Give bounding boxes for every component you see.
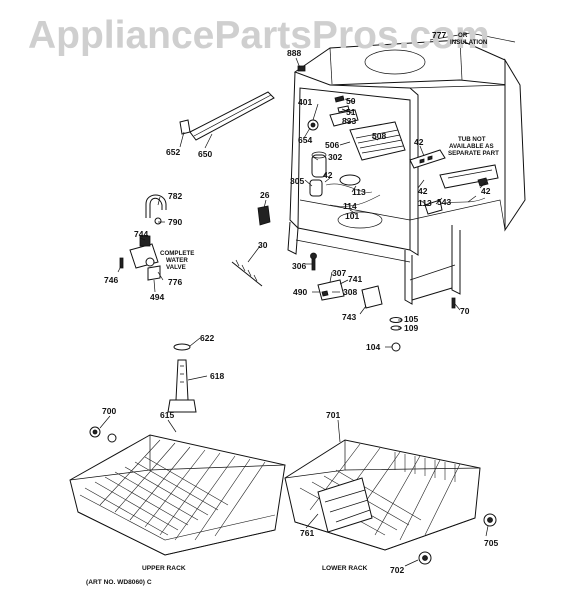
part-number-42-top: 42 bbox=[414, 137, 424, 147]
internal-components bbox=[297, 65, 499, 215]
tub-note-line2: AVAILABLE AS bbox=[449, 143, 494, 150]
part-number-654: 654 bbox=[298, 135, 312, 145]
header-label-line2: INSULATION bbox=[450, 39, 488, 46]
part-number-42-far: 42 bbox=[481, 186, 491, 196]
part-number-114: 114 bbox=[343, 201, 357, 211]
lower-center-parts bbox=[310, 252, 456, 352]
gasket-and-strips bbox=[179, 91, 275, 141]
part-number-50: 50 bbox=[346, 96, 356, 106]
part-number-622: 622 bbox=[200, 333, 214, 343]
spray-tower bbox=[167, 343, 197, 413]
watermark: AppliancePartsPros.com bbox=[28, 14, 490, 57]
valve-note-line3: VALVE bbox=[166, 264, 186, 271]
part-number-782: 782 bbox=[168, 191, 182, 201]
water-valve-assembly bbox=[119, 194, 167, 281]
part-number-labels: 888 652 650 401 50 51 833 654 506 508 30… bbox=[102, 48, 498, 575]
caption-art-number: (ART NO. WD8060) C bbox=[86, 579, 152, 586]
part-number-51: 51 bbox=[346, 107, 356, 117]
part-number-761: 761 bbox=[300, 528, 314, 538]
tub-note-line1: TUB NOT bbox=[458, 136, 486, 143]
valve-note-line2: WATER bbox=[166, 257, 188, 264]
part-number-307: 307 bbox=[332, 268, 346, 278]
caption-lower-rack: LOWER RACK bbox=[322, 565, 368, 572]
part-number-306: 306 bbox=[292, 261, 306, 271]
part-number-618: 618 bbox=[210, 371, 224, 381]
part-number-701: 701 bbox=[326, 410, 340, 420]
part-number-105: 105 bbox=[404, 314, 418, 324]
part-number-652: 652 bbox=[166, 147, 180, 157]
header-label-line1: OR bbox=[458, 32, 468, 39]
part-number-42-right: 42 bbox=[418, 186, 428, 196]
part-number-700: 700 bbox=[102, 406, 116, 416]
part-number-42-mid: 42 bbox=[323, 170, 333, 180]
part-number-777: 777 bbox=[432, 30, 446, 40]
part-number-113-right: 113 bbox=[418, 198, 432, 208]
leader-lines bbox=[99, 57, 489, 567]
part-number-26: 26 bbox=[260, 190, 270, 200]
part-number-401: 401 bbox=[298, 97, 312, 107]
part-number-302: 302 bbox=[328, 152, 342, 162]
part-number-494: 494 bbox=[150, 292, 164, 302]
part-number-490: 490 bbox=[293, 287, 307, 297]
part-number-30: 30 bbox=[258, 240, 268, 250]
part-number-776: 776 bbox=[168, 277, 182, 287]
part-number-705: 705 bbox=[484, 538, 498, 548]
part-number-104: 104 bbox=[366, 342, 380, 352]
part-number-70: 70 bbox=[460, 306, 470, 316]
part-number-506: 506 bbox=[325, 140, 339, 150]
part-number-702: 702 bbox=[390, 565, 404, 575]
part-number-308: 308 bbox=[343, 287, 357, 297]
part-number-543: 543 bbox=[437, 197, 451, 207]
part-number-508: 508 bbox=[372, 131, 386, 141]
part-number-743: 743 bbox=[342, 312, 356, 322]
part-number-746: 746 bbox=[104, 275, 118, 285]
part-number-615: 615 bbox=[160, 410, 174, 420]
part-number-790: 790 bbox=[168, 217, 182, 227]
part-number-888: 888 bbox=[287, 48, 301, 58]
part-number-113-left: 113 bbox=[352, 187, 366, 197]
part-number-109: 109 bbox=[404, 323, 418, 333]
valve-note-line1: COMPLETE bbox=[160, 250, 194, 257]
latch-and-spring bbox=[231, 205, 271, 287]
upper-rack bbox=[69, 426, 286, 556]
part-number-650: 650 bbox=[198, 149, 212, 159]
lower-rack bbox=[284, 439, 497, 565]
part-number-305: 305 bbox=[290, 176, 304, 186]
caption-upper-rack: UPPER RACK bbox=[142, 565, 186, 572]
part-number-741: 741 bbox=[348, 274, 362, 284]
part-number-833: 833 bbox=[342, 116, 356, 126]
part-number-101: 101 bbox=[345, 211, 359, 221]
tub-assembly bbox=[287, 32, 526, 305]
part-number-744: 744 bbox=[134, 229, 148, 239]
tub-note-line3: SEPARATE PART bbox=[448, 150, 499, 157]
